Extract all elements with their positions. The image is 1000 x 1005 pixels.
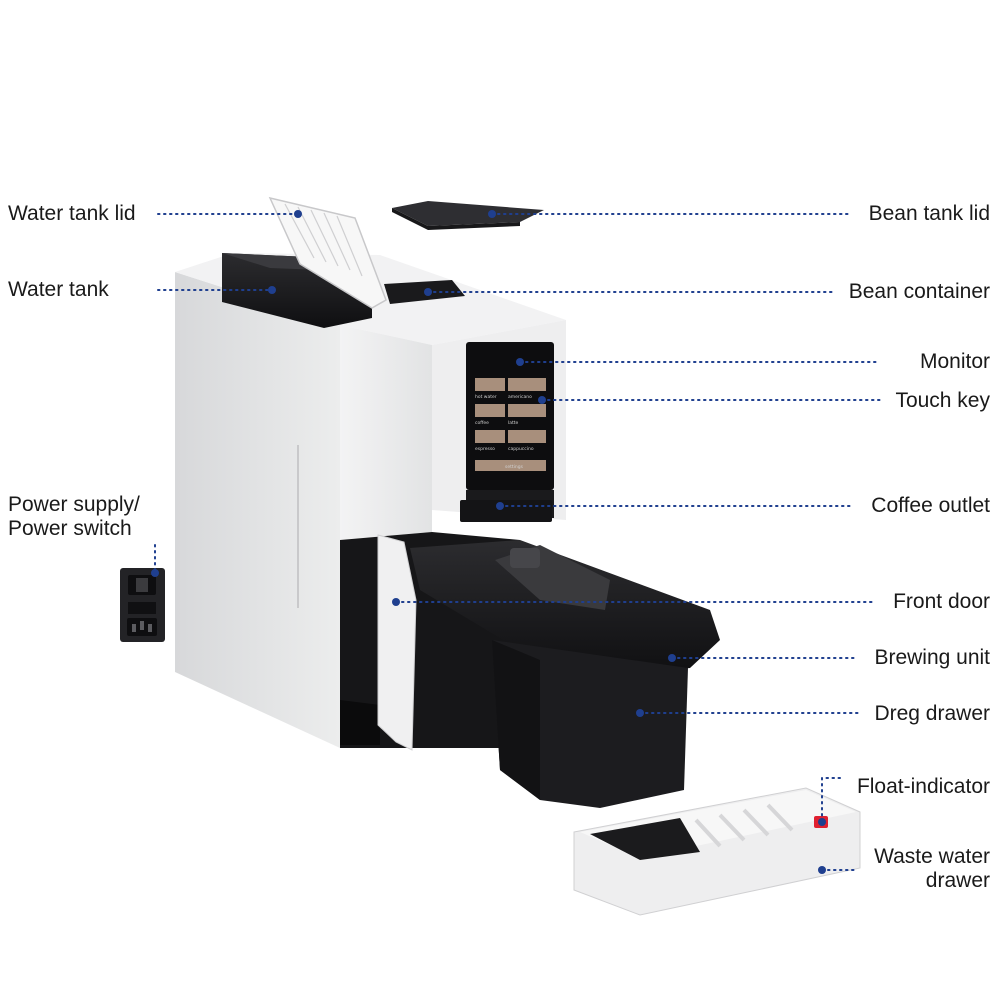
screen-tile-label: latte [508,420,519,426]
label-water-tank-lid: Water tank lid [8,202,136,225]
label-float-indicator: Float-indicator [856,775,990,798]
label-waste-water-drawer: Waste water drawer [874,845,990,893]
machine-front-panel [340,325,432,540]
leader-lines [151,210,881,874]
label-power-supply-line2: Power switch [8,517,132,540]
screen-tile-label: espresso [475,446,495,452]
water-tank-lid [268,196,387,309]
label-power-supply: Power supply/ Power switch [8,493,140,541]
touch-key-grid[interactable] [475,378,546,471]
label-brewing-unit: Brewing unit [874,646,990,669]
label-power-supply-line1: Power supply/ [8,493,140,516]
machine-side-panel [175,272,340,748]
screen-tile-label: coffee [475,420,489,426]
label-water-tank: Water tank [8,278,109,301]
label-touch-key: Touch key [895,389,990,412]
dreg-drawer [492,640,688,808]
bean-tank-lid [392,201,544,226]
screen-tile-label: hot water [475,394,497,400]
label-dreg-drawer: Dreg drawer [874,702,990,725]
screen-settings-label: settings [505,464,524,470]
coffee-outlet [460,500,552,522]
label-front-door: Front door [893,590,990,613]
label-coffee-outlet: Coffee outlet [871,494,990,517]
label-bean-container: Bean container [848,280,990,303]
screen-tile-label: americano [508,394,532,400]
label-waste-water-line1: Waste water [874,845,990,868]
front-door [377,534,417,751]
brewing-unit [410,540,720,676]
label-bean-tank-lid: Bean tank lid [868,202,990,225]
label-waste-water-line2: drawer [925,869,990,892]
label-monitor: Monitor [919,350,990,373]
screen-tile-label: cappuccino [508,446,534,452]
